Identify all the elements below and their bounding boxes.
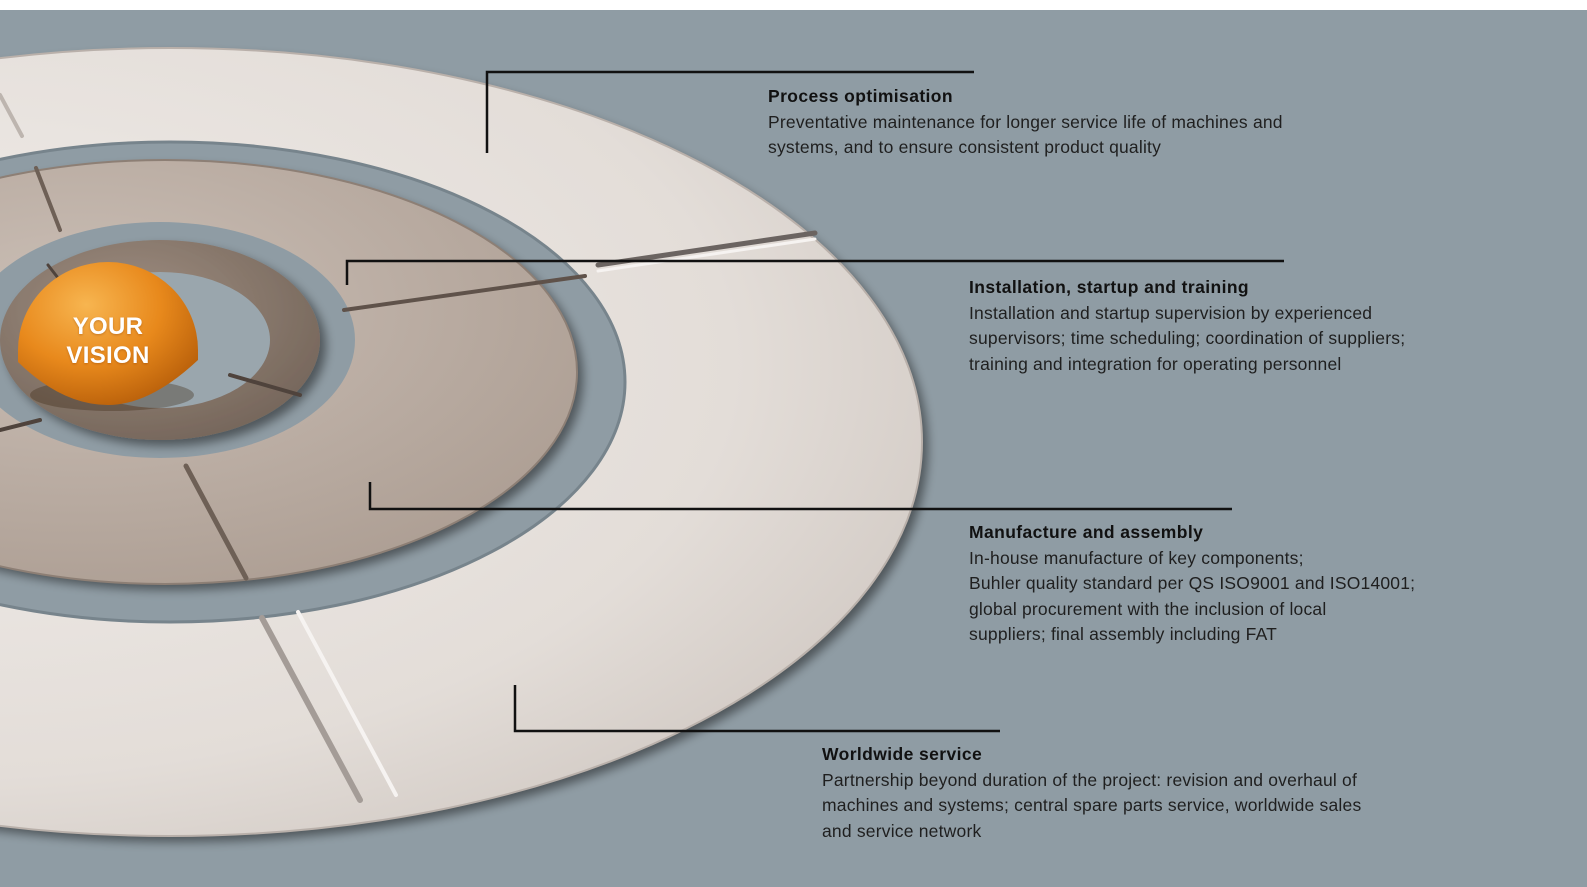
callout-title: Worldwide service <box>822 744 983 764</box>
leader-lines <box>345 70 1284 733</box>
callout-worldwide-service: Worldwide service Partnership beyond dur… <box>822 743 1361 844</box>
vision-sphere <box>18 262 198 411</box>
segment-dividers <box>0 93 818 803</box>
callout-text-line: global procurement with the inclusion of… <box>969 598 1327 619</box>
center-label-line2: VISION <box>66 342 150 369</box>
callout-text-line: In-house manufacture of key components; <box>969 548 1304 568</box>
callout-text-line: and service network <box>822 820 982 841</box>
callout-manufacture: Manufacture and assembly In-house manufa… <box>969 521 1415 647</box>
callout-text-line: Buhler quality standard per QS ISO9001 a… <box>969 573 1416 594</box>
center-label: YOUR VISION <box>28 312 188 370</box>
leader-line-process <box>485 70 974 153</box>
callout-text-line: Preventative maintenance for longer serv… <box>768 112 1283 132</box>
center-label-line1: YOUR <box>72 313 144 340</box>
callout-title: Manufacture and assembly <box>969 522 1204 542</box>
callout-text-line: training and integration for operating p… <box>969 353 1342 374</box>
callout-process-optimisation: Process optimisation Preventative mainte… <box>768 85 1283 161</box>
callout-title: Process optimisation <box>768 86 953 106</box>
callout-text-line: Partnership beyond duration of the proje… <box>822 770 1358 790</box>
callout-title: Installation, startup and training <box>969 277 1250 297</box>
callout-installation: Installation, startup and training Insta… <box>969 276 1405 377</box>
leader-line-service <box>513 685 1000 733</box>
leader-line-install <box>345 259 1284 285</box>
callout-text-line: machines and systems; central spare part… <box>822 795 1362 816</box>
leader-line-manufacture <box>368 482 1232 511</box>
callout-text-line: Installation and startup supervision by … <box>969 303 1373 323</box>
callout-text-line: systems, and to ensure consistent produc… <box>768 137 1162 158</box>
callout-text-line: suppliers; final assembly including FAT <box>969 623 1278 644</box>
callout-text-line: supervisors; time scheduling; coordinati… <box>969 328 1406 349</box>
